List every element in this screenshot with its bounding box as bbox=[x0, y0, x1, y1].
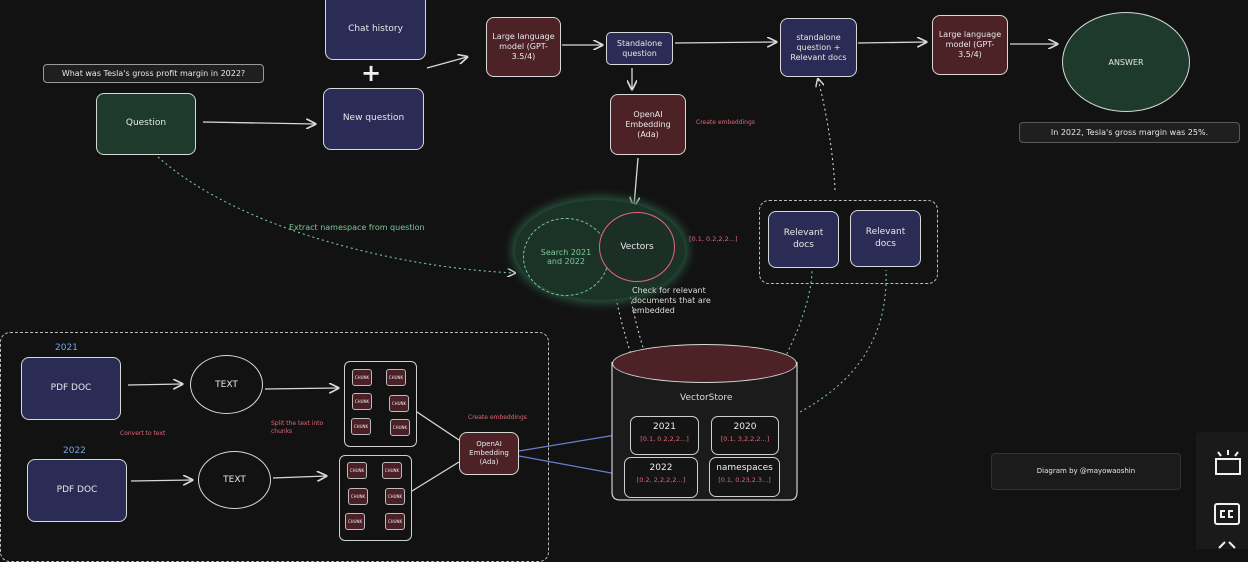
split-text-note: Split the text into chunks bbox=[271, 420, 324, 435]
standalone-question-label: Standalone question bbox=[616, 38, 663, 58]
answer-text: In 2022, Tesla's gross margin was 25%. bbox=[1050, 127, 1209, 137]
answer-text-box: In 2022, Tesla's gross margin was 25%. bbox=[1019, 122, 1240, 143]
llm-label-1: Large language model (GPT-3.5/4) bbox=[492, 32, 555, 61]
chunk-1-3: CHUNK bbox=[352, 393, 372, 410]
relevant-docs-group bbox=[759, 200, 938, 284]
llm-box-2: Large language model (GPT-3.5/4) bbox=[932, 15, 1008, 75]
chunk-group-1 bbox=[344, 361, 417, 447]
create-embeddings-note: Create embeddings bbox=[468, 414, 527, 421]
pdf-doc-box-2: PDF DOC bbox=[27, 459, 127, 522]
chat-history-label: Chat history bbox=[348, 23, 403, 34]
check-relevant-note: Check for relevant documents that are em… bbox=[632, 286, 711, 315]
chunk-2-5: CHUNK bbox=[345, 513, 365, 530]
llm-label-2: Large language model (GPT-3.5/4) bbox=[938, 30, 1002, 59]
question-box: Question bbox=[96, 93, 196, 155]
text-ellipse-1: TEXT bbox=[190, 355, 263, 414]
expand-icon[interactable] bbox=[1208, 536, 1246, 549]
search-years-label: Search 2021 and 2022 bbox=[540, 248, 592, 266]
answer-ellipse: ANSWER bbox=[1062, 12, 1190, 112]
standalone-plus-docs-box: standalone question + Relevant docs bbox=[780, 18, 857, 77]
extract-namespace-note: Extract namespace from question bbox=[289, 223, 425, 232]
vectorstore-item-vector: [0.1, 0.23,2.3...] bbox=[718, 476, 771, 484]
vectorstore-item-2021: 2021 [0.1, 0.2,2,2...] bbox=[630, 416, 699, 455]
screen-icon[interactable] bbox=[1209, 445, 1247, 483]
chunk-2-3: CHUNK bbox=[348, 488, 368, 505]
text-ellipse-2: TEXT bbox=[198, 451, 271, 509]
chunk-1-5: CHUNK bbox=[351, 418, 371, 435]
chunk-1-1: CHUNK bbox=[352, 369, 372, 386]
chunk-2-6: CHUNK bbox=[385, 513, 405, 530]
openai-embedding-box: OpenAI Embedding (Ada) bbox=[459, 432, 519, 475]
llm-box-1: Large language model (GPT-3.5/4) bbox=[486, 17, 561, 77]
text-label-1: TEXT bbox=[215, 379, 238, 390]
chunk-1-4: CHUNK bbox=[389, 395, 409, 412]
chunk-2-4: CHUNK bbox=[385, 488, 405, 505]
vectorstore-item-vector: [0.2, 2,2,2,2...] bbox=[636, 476, 686, 484]
credit-box: Diagram by @mayowaoshin bbox=[991, 453, 1181, 490]
answer-label: ANSWER bbox=[1108, 57, 1144, 67]
vector-values-note: [0.1, 0.2,2,2...] bbox=[689, 235, 738, 243]
relevant-docs-label-1: Relevant docs bbox=[783, 228, 824, 250]
vectorstore-item-vector: [0.1, 0.2,2,2...] bbox=[640, 435, 689, 443]
vectorstore-item-vector: [0.1, 3,2,2,2...] bbox=[720, 435, 770, 443]
plus-sign: + bbox=[361, 59, 382, 87]
year-label-2021: 2021 bbox=[55, 343, 78, 353]
closed-captions-icon[interactable] bbox=[1208, 495, 1246, 533]
openai-embedding-label-top: OpenAI Embedding (Ada) bbox=[625, 109, 671, 139]
convert-text-note: Convert to text bbox=[120, 430, 166, 437]
vectorstore-item-namespaces: namespaces [0.1, 0.23,2.3...] bbox=[709, 457, 780, 497]
vectorstore-item-name: 2020 bbox=[733, 422, 757, 432]
vectorstore-item-name: namespaces bbox=[716, 463, 773, 473]
chunk-group-2 bbox=[339, 455, 412, 541]
vectorstore-item-2022: 2022 [0.2, 2,2,2,2...] bbox=[624, 457, 698, 498]
chunk-2-2: CHUNK bbox=[382, 462, 402, 479]
chunk-2-1: CHUNK bbox=[347, 462, 367, 479]
vectors-label: Vectors bbox=[620, 242, 654, 252]
pdf-doc-label-2: PDF DOC bbox=[56, 484, 98, 495]
pdf-doc-label-1: PDF DOC bbox=[50, 382, 92, 393]
vectorstore-item-2020: 2020 [0.1, 3,2,2,2...] bbox=[711, 416, 779, 455]
openai-embedding-label: OpenAI Embedding (Ada) bbox=[469, 440, 509, 466]
side-controls bbox=[1196, 432, 1248, 549]
vectors-ellipse: Vectors bbox=[599, 212, 675, 282]
credit-text: Diagram by @mayowaoshin bbox=[1036, 467, 1136, 476]
new-question-label: New question bbox=[342, 113, 405, 124]
relevant-docs-box-2: Relevant docs bbox=[850, 210, 921, 267]
question-label: Question bbox=[125, 118, 167, 129]
search-years-ellipse: Search 2021 and 2022 bbox=[523, 218, 609, 296]
relevant-docs-box-1: Relevant docs bbox=[768, 211, 839, 268]
year-label-2022: 2022 bbox=[63, 446, 86, 456]
vectorstore-top bbox=[612, 344, 797, 383]
text-label-2: TEXT bbox=[223, 475, 246, 485]
question-prompt-box: What was Tesla's gross profit margin in … bbox=[43, 64, 264, 83]
standalone-question-box: Standalone question bbox=[606, 32, 673, 65]
new-question-box: New question bbox=[323, 88, 424, 150]
openai-embedding-box-top: OpenAI Embedding (Ada) bbox=[610, 94, 686, 155]
chunk-1-2: CHUNK bbox=[386, 369, 406, 386]
question-prompt-text: What was Tesla's gross profit margin in … bbox=[61, 68, 246, 78]
pdf-doc-box-1: PDF DOC bbox=[21, 357, 121, 420]
relevant-docs-label-2: Relevant docs bbox=[865, 227, 906, 249]
vectorstore-item-name: 2022 bbox=[649, 463, 673, 473]
vectorstore-item-name: 2021 bbox=[653, 422, 676, 432]
chat-history-box: Chat history bbox=[325, 0, 426, 60]
chunk-1-6: CHUNK bbox=[390, 419, 410, 436]
create-embeddings-note-top: Create embeddings bbox=[696, 119, 755, 126]
vectorstore-title: VectorStore bbox=[680, 393, 733, 403]
standalone-plus-docs-label: standalone question + Relevant docs bbox=[790, 32, 847, 62]
